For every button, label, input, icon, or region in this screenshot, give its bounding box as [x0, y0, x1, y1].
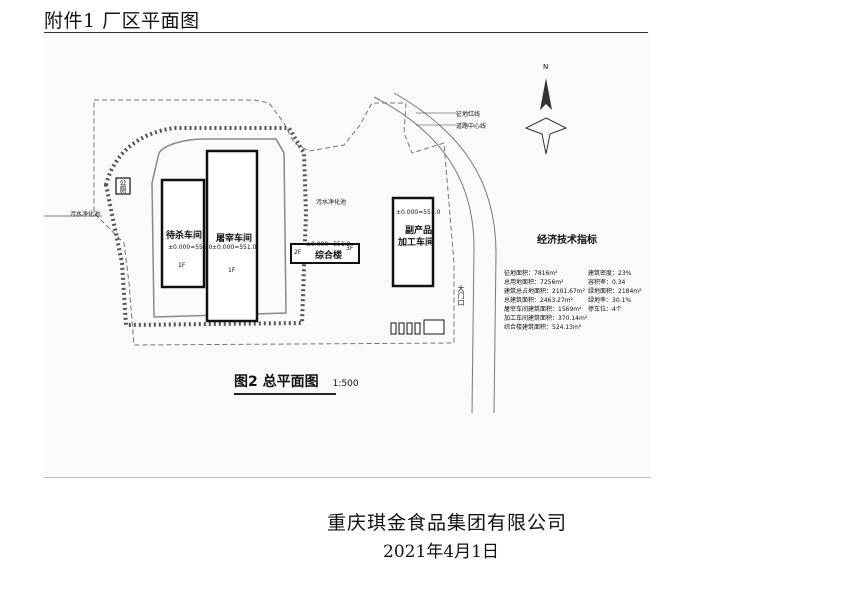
- public-road-edge: [393, 92, 497, 414]
- gate-structure: [423, 319, 445, 335]
- office-elevation: ±0.000=551.0: [306, 241, 351, 248]
- heading-divider: [44, 32, 648, 33]
- site-plan-drawing: [44, 78, 568, 414]
- tree-belt: [103, 126, 309, 328]
- waiting-room-elevation: ±0.000=551.0: [168, 244, 213, 251]
- page-heading: 附件1 厂区平面图: [44, 10, 200, 32]
- slaughter-name: 屠宰车间: [216, 234, 253, 244]
- waiting-room-block: [160, 178, 206, 289]
- public-road: [373, 96, 475, 414]
- north-label: N: [543, 63, 549, 71]
- waiting-room-floor: 1F: [178, 262, 186, 269]
- slaughter-block: [205, 149, 259, 323]
- slaughter-floor: 1F: [228, 267, 236, 274]
- office-2f: 2F: [294, 249, 302, 256]
- tech-title: 经济技术指标: [537, 235, 597, 246]
- office-3f: 3F: [346, 245, 354, 252]
- sewage-label-left: 污水净化池: [70, 211, 101, 218]
- slaughter-elevation: ±0.000=551.0: [212, 244, 257, 251]
- toilet-label: 公厕: [119, 179, 127, 193]
- tech-row: 加工车间建筑面积：370.14m²: [504, 315, 588, 322]
- gate-label: 大门口: [457, 285, 465, 306]
- byproduct-name-2: 加工车间: [398, 238, 435, 248]
- sewage-label-mid: 污水净化池: [316, 199, 347, 206]
- tech-row: 综合楼建筑面积：524.13m²: [504, 324, 582, 331]
- legend-boundary: 征地红线: [456, 111, 481, 118]
- byproduct-block: [391, 196, 435, 288]
- site-plan-figure: 征地红线 道路中心线 N 污水净化池 污水净化池 待杀车间 ±0.000=551…: [44, 33, 650, 478]
- office-name: 综合楼: [315, 251, 343, 261]
- figure-caption-title: 图2 总平面图: [234, 374, 319, 390]
- parking-spaces: [390, 322, 421, 335]
- legend-road: 道路中心线: [456, 123, 487, 130]
- figure-scale: 1:500: [332, 379, 359, 389]
- office-block: [290, 243, 360, 264]
- byproduct-elevation: ±0.000=551.0: [396, 209, 441, 216]
- north-arrow-icon: [524, 78, 568, 155]
- figure-caption: 图2 总平面图 1:500: [234, 371, 359, 391]
- toilet-block: [115, 177, 131, 195]
- company-name: 重庆琪金食品集团有限公司: [327, 512, 568, 534]
- byproduct-name-1: 副产品: [405, 226, 433, 236]
- waiting-room-name: 待杀车间: [166, 231, 203, 241]
- caption-underline: [234, 393, 336, 395]
- document-date: 2021年4月1日: [383, 542, 499, 562]
